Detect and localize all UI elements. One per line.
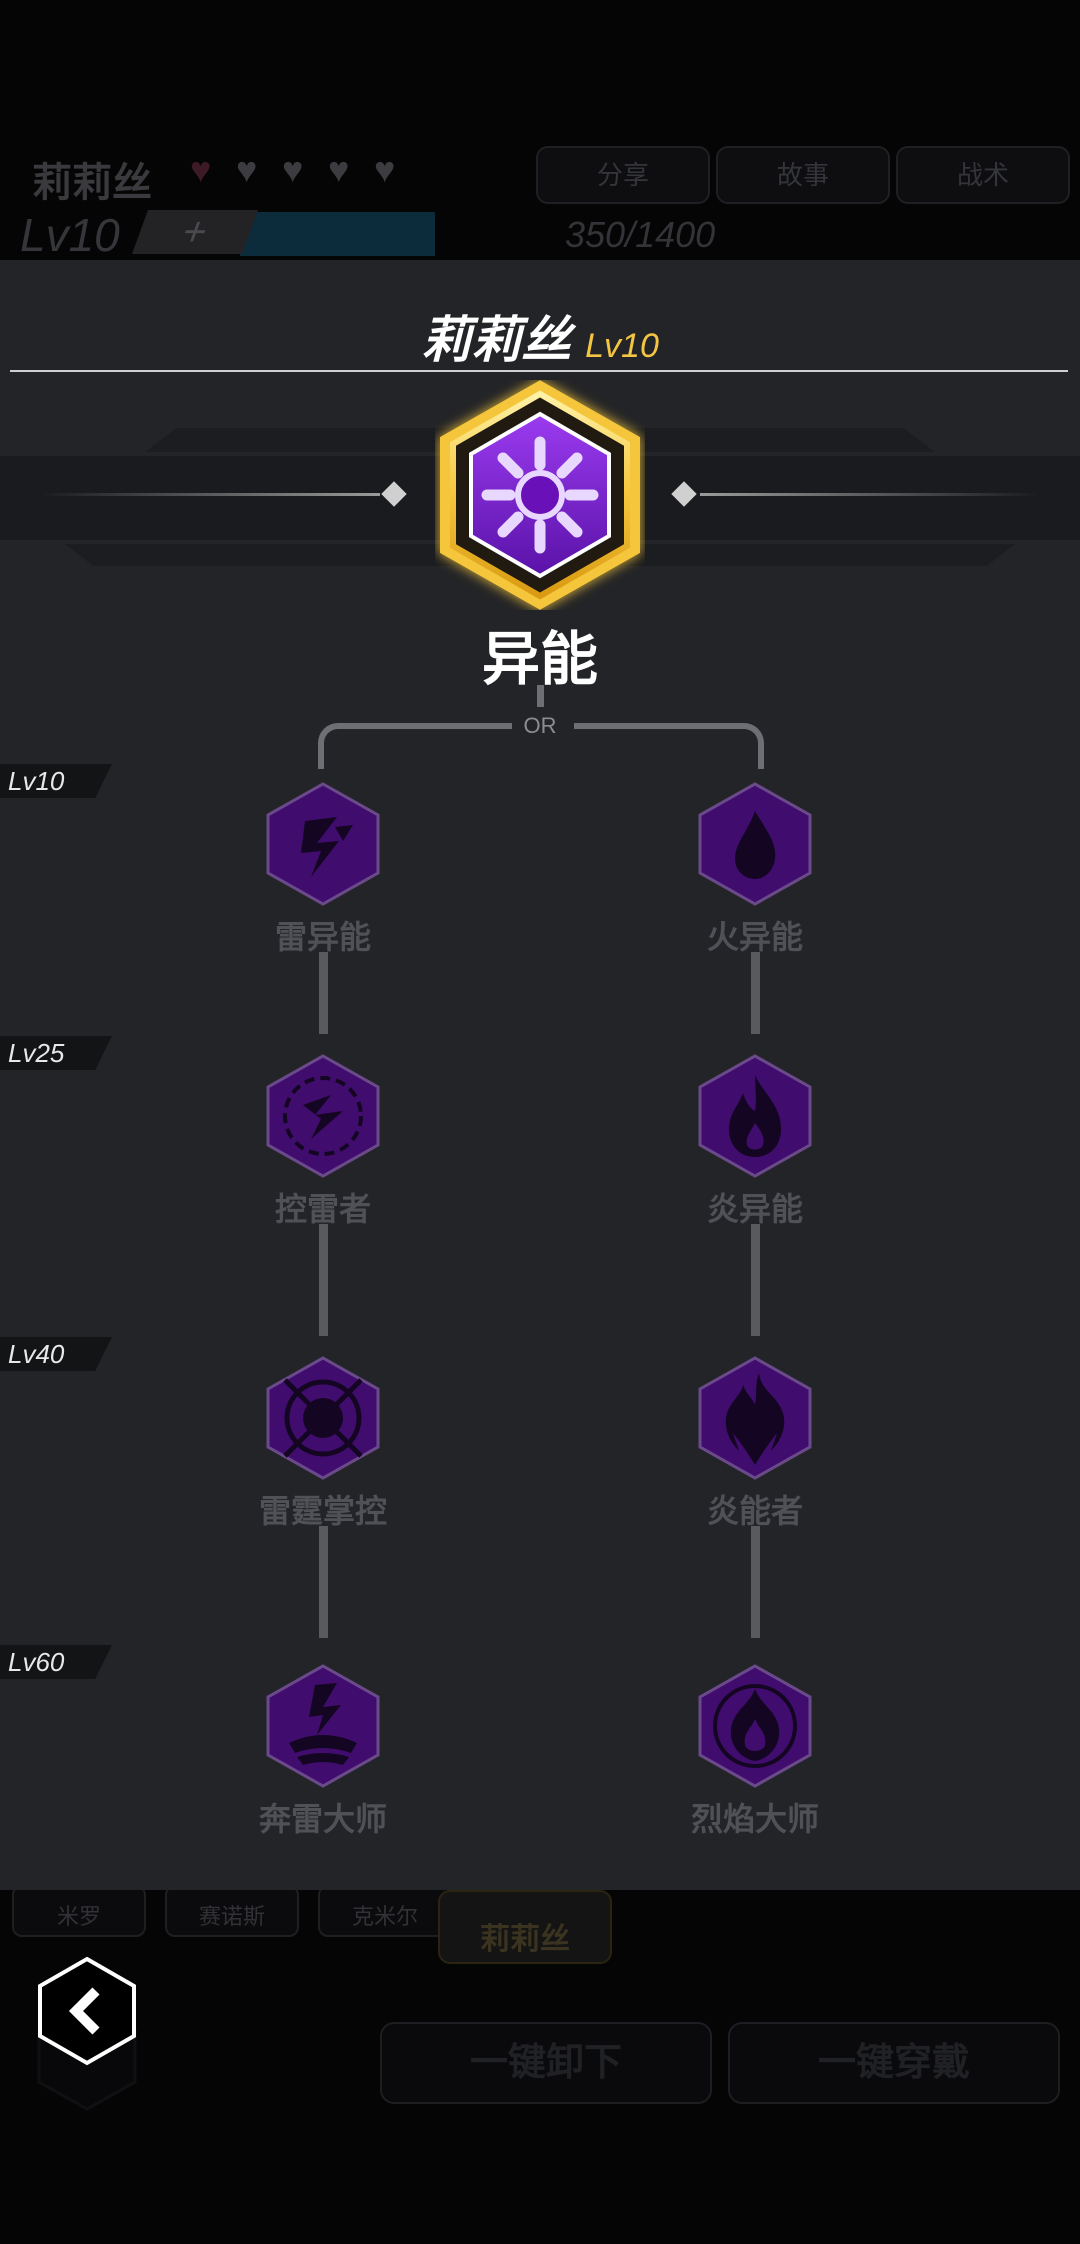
- bg-exp-bar: [240, 212, 435, 256]
- level-tag: Lv40: [0, 1337, 112, 1371]
- connector-line: [319, 1224, 328, 1336]
- deco-line: [40, 493, 380, 496]
- level-tag: Lv60: [0, 1645, 112, 1679]
- heart-icon: ♥: [328, 149, 350, 190]
- level-tag: Lv10: [0, 764, 112, 798]
- sun-burst-icon[interactable]: [435, 380, 645, 610]
- inferno-master-icon[interactable]: [697, 1663, 813, 1789]
- blaze-icon[interactable]: [697, 1355, 813, 1481]
- skill-name: 雷异能: [274, 919, 371, 955]
- level-tag-text: Lv60: [8, 1647, 65, 1677]
- thunder-master-icon[interactable]: [265, 1663, 381, 1789]
- skill-name: 控雷者: [274, 1191, 371, 1227]
- connector-line: [751, 1526, 760, 1638]
- level-tag-text: Lv25: [8, 1038, 65, 1068]
- character-level: Lv10: [585, 327, 659, 365]
- flame-drop-icon[interactable]: [697, 781, 813, 907]
- level-tag-text: Lv40: [8, 1339, 65, 1369]
- or-label: OR: [523, 713, 557, 738]
- connector-line: [751, 952, 760, 1034]
- bg-level: Lv10: [20, 209, 120, 261]
- bg-unequip-all-button: 一键卸下: [380, 2022, 712, 2104]
- thunder-controller-icon[interactable]: [265, 1053, 381, 1179]
- connector-line: [318, 723, 512, 769]
- bg-card: 克米尔: [318, 1885, 452, 1937]
- skill-name: 奔雷大师: [258, 1801, 387, 1837]
- chevron-left-icon[interactable]: [36, 1955, 138, 2067]
- plus-icon: +: [131, 210, 259, 254]
- thunder-orb-icon[interactable]: [265, 1355, 381, 1481]
- heart-icon: ♥: [374, 149, 396, 190]
- modal-title: 莉莉丝 Lv10: [0, 300, 1080, 372]
- modal-header: [10, 290, 1068, 372]
- bg-exp-text: 350/1400: [565, 214, 716, 255]
- connector-line: [537, 685, 544, 707]
- bg-card: 米罗: [12, 1885, 146, 1937]
- deco-line: [700, 493, 1040, 496]
- connector-line: [751, 1224, 760, 1336]
- skill-name: 雷霆掌控: [258, 1493, 387, 1529]
- main-ability-name: 异能: [481, 627, 598, 692]
- heart-icon: ♥: [236, 149, 258, 190]
- character-name: 莉莉丝: [421, 312, 572, 368]
- connector-line: [319, 1526, 328, 1638]
- skill-name: 炎异能: [706, 1191, 803, 1227]
- heart-icon: ♥: [190, 149, 212, 190]
- bg-tab-story: 故事: [716, 146, 890, 204]
- level-tag-text: Lv10: [8, 766, 65, 796]
- connector-line: [319, 952, 328, 1034]
- bg-tab-tactics: 战术: [896, 146, 1070, 204]
- fire-icon[interactable]: [697, 1053, 813, 1179]
- lightning-icon[interactable]: [265, 781, 381, 907]
- bg-affection-hearts: ♥ ♥ ♥ ♥ ♥: [190, 152, 412, 188]
- bg-tab-share: 分享: [536, 146, 710, 204]
- level-tag: Lv25: [0, 1036, 112, 1070]
- bg-card: 赛诺斯: [165, 1885, 299, 1937]
- skill-name: 烈焰大师: [690, 1801, 819, 1837]
- skill-name: 火异能: [706, 919, 803, 955]
- bg-character-name: 莉莉丝: [32, 161, 152, 205]
- bg-equip-all-button: 一键穿戴: [728, 2022, 1060, 2104]
- connector-line: [574, 723, 764, 769]
- bg-selected-card: 莉莉丝: [438, 1890, 612, 1964]
- skill-name: 炎能者: [706, 1493, 803, 1529]
- heart-icon: ♥: [282, 149, 304, 190]
